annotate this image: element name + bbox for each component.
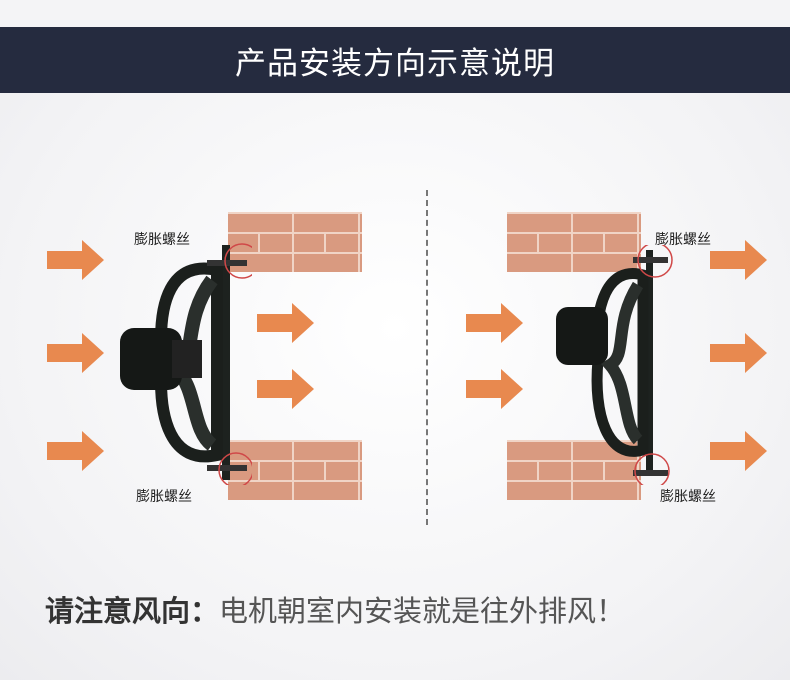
airflow-arrow-icon — [710, 240, 767, 280]
header-bar: 产品安装方向示意说明 — [0, 27, 790, 93]
airflow-arrow-icon — [47, 431, 104, 471]
airflow-arrow-icon — [257, 303, 314, 343]
installation-note: 请注意风向：电机朝室内安装就是往外排风！ — [45, 588, 625, 630]
brick-wall-bottom-right — [507, 440, 641, 500]
airflow-arrow-icon — [710, 333, 767, 373]
airflow-arrow-icon — [710, 431, 767, 471]
brick-wall-top-right — [507, 212, 641, 272]
airflow-arrow-icon — [466, 303, 523, 343]
exhaust-fan-right — [556, 245, 673, 485]
airflow-arrow-icon — [47, 333, 104, 373]
expansion-screw-label: 膨胀螺丝 — [660, 489, 716, 505]
brick-wall-top-left — [228, 212, 362, 272]
note-emphasis: 请注意风向： — [45, 594, 220, 628]
expansion-screw-label: 膨胀螺丝 — [136, 489, 192, 505]
expansion-screw-label: 膨胀螺丝 — [655, 232, 711, 248]
exhaust-fan-left — [120, 243, 252, 485]
page-title: 产品安装方向示意说明 — [235, 45, 555, 82]
note-text: 电机朝室内安装就是往外排风！ — [219, 594, 626, 628]
airflow-arrow-icon — [466, 369, 523, 409]
airflow-arrow-icon — [47, 240, 104, 280]
brick-wall-bottom-left — [228, 440, 362, 500]
airflow-arrow-icon — [257, 369, 314, 409]
divider — [426, 190, 428, 525]
expansion-screw-label: 膨胀螺丝 — [134, 232, 190, 248]
